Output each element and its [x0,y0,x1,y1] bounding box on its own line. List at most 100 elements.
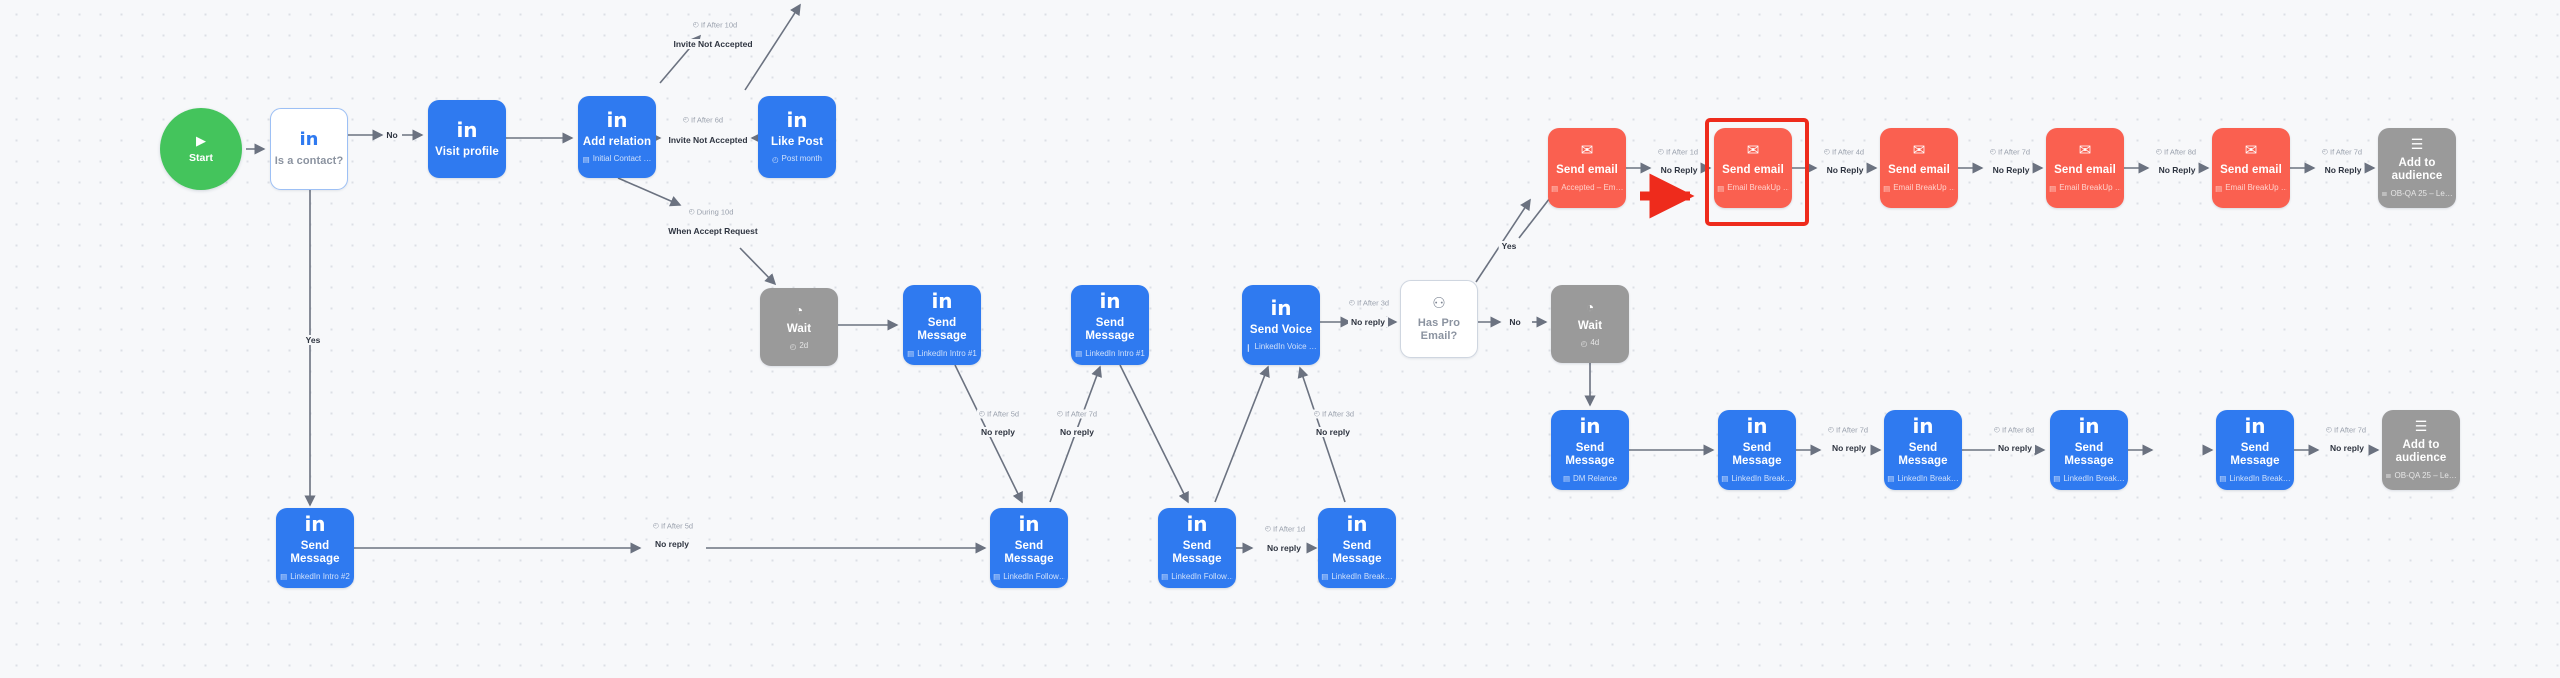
node-subtitle: ▤Email BreakUp … [1717,184,1789,193]
edge-label-l-invite-10d: Invite Not Accepted [670,39,756,49]
edge-label-l-noreply-mid: No reply [1263,543,1305,553]
node-mail-5[interactable]: ✉Send email▤Email BreakUp … [2212,128,2290,208]
node-subtitle-text: LinkedIn Break… [2063,474,2125,483]
clock-icon: ◴ [1827,426,1834,434]
node-subtitle-text: LinkedIn Voice … [1254,343,1317,352]
node-subtitle: ≣OB-QA 25 – Le… [2381,190,2453,199]
edge-label-l-noreply-voice: No reply [1347,317,1389,327]
edge-label-l-when-accept: When Accept Request [665,226,761,236]
node-title: Wait [1577,319,1603,332]
edge-label-l-noreply-m4: No Reply [2155,165,2199,175]
edge-label-l-yes-pro: Yes [1498,241,1520,251]
edge-condition-text: If After 1d [1666,147,1699,157]
envelope-icon: ✉ [1580,142,1594,160]
node-subtitle-text: OB-QA 25 – Le… [2390,189,2453,198]
node-subtitle: ▤Initial Contact … [583,155,652,164]
node-mail-3[interactable]: ✉Send email▤Email BreakUp … [1880,128,1958,208]
linkedin-icon: in [606,107,628,132]
edge-condition-c-3d-v: ◴If After 3d [1346,298,1392,308]
edge-condition-text: If After 6d [691,115,724,125]
node-title: Send Voice [1249,323,1313,336]
node-mail-2[interactable]: ✉Send email▤Email BreakUp … [1714,128,1792,208]
linkedin-icon: in [1346,512,1368,537]
template-icon: ▤ [2219,474,2227,484]
edge-condition-c-d10d: ◴During 10d [686,207,736,217]
linkedin-icon: in [2078,414,2100,439]
edge-condition-c-5d-l: ◴If After 5d [650,521,696,531]
node-subtitle: ❙LinkedIn Voice … [1245,343,1317,352]
node-subtitle: ▤LinkedIn Intro #1 [907,350,977,359]
node-start[interactable]: ▶Start [160,108,242,190]
template-icon: ▤ [1562,474,1571,484]
node-subtitle-text: LinkedIn Follow… [1003,572,1065,581]
node-subtitle-text: LinkedIn Break… [1897,474,1959,483]
clock-icon: ◴ [692,21,699,29]
edge-label-l-noreply-a: No reply [977,427,1019,437]
linkedin-icon: in [2244,414,2266,439]
node-aud-top[interactable]: ☰Add to audience≣OB-QA 25 – Le… [2378,128,2456,208]
template-icon: ▤ [1887,474,1895,484]
clock-icon: ◴ [2321,148,2328,156]
clock-icon: ◴ [2155,148,2162,156]
node-subtitle: ▤Accepted – Em… [1551,184,1623,193]
clock-icon: ◴ [771,155,779,165]
edge-label-l-noreply-b4: No reply [2326,443,2368,453]
node-subtitle-text: DM Relance [1573,474,1618,483]
node-title: Send Message [917,317,967,343]
template-icon: ▤ [2215,183,2223,193]
node-subtitle: ▤DM Relance [1563,475,1617,484]
linkedin-icon: in [1270,295,1292,320]
linkedin-icon: in [1186,512,1208,537]
node-aud-bottom[interactable]: ☰Add to audience≣OB-QA 25 – Le… [2382,410,2460,490]
clock-icon: ◴ [2325,426,2332,434]
edge-condition-c-6d: ◴If After 6d [680,115,726,125]
node-has-pro[interactable]: ⚇Has Pro Email? [1400,280,1478,358]
node-title: Add relation [582,135,652,148]
edge-label-l-yes-left: Yes [302,335,324,345]
edge-condition-c-4d-e2: ◴If After 4d [1821,147,1867,157]
node-subtitle: ▤LinkedIn Break… [2053,475,2124,484]
node-title: Has Pro Email? [1417,317,1461,342]
node-subtitle: ▤LinkedIn Break… [1887,475,1958,484]
node-mail-1[interactable]: ✉Send email▤Accepted – Em… [1548,128,1626,208]
edge-condition-text: If After 1d [1273,524,1306,534]
node-subtitle: ▤LinkedIn Intro #2 [280,573,350,582]
clock-fill-icon: ◔ [794,301,804,318]
clock-icon: ◴ [682,116,689,124]
node-subtitle-text: Post month [781,155,822,164]
node-mail-4[interactable]: ✉Send email▤Email BreakUp … [2046,128,2124,208]
edge-condition-text: If After 7d [1065,409,1098,419]
edge-label-l-noreply-c: No reply [1312,427,1354,437]
clock-icon: ◴ [1993,426,2000,434]
edge-condition-c-7d-b4: ◴If After 7d [2323,425,2369,435]
node-wait-4d[interactable]: ◔Wait◴4d [1551,285,1629,363]
node-subtitle: ◴Post month [772,155,822,164]
edge-label-l-noreply-b: No reply [1056,427,1098,437]
edge-label-l-no-1: No [383,130,401,140]
template-icon: ▤ [907,349,915,359]
clock-icon: ◴ [652,522,659,530]
edge-label-l-no-pro: No [1506,317,1524,327]
edge-label-l-invite-6d: Invite Not Accepted [665,135,751,145]
linkedin-icon: in [1746,414,1768,439]
node-title: Send Message [2230,442,2280,468]
node-wait-2d[interactable]: ◔Wait◴2d [760,288,838,366]
edge-condition-c-10d: ◴If After 10d [690,20,740,30]
